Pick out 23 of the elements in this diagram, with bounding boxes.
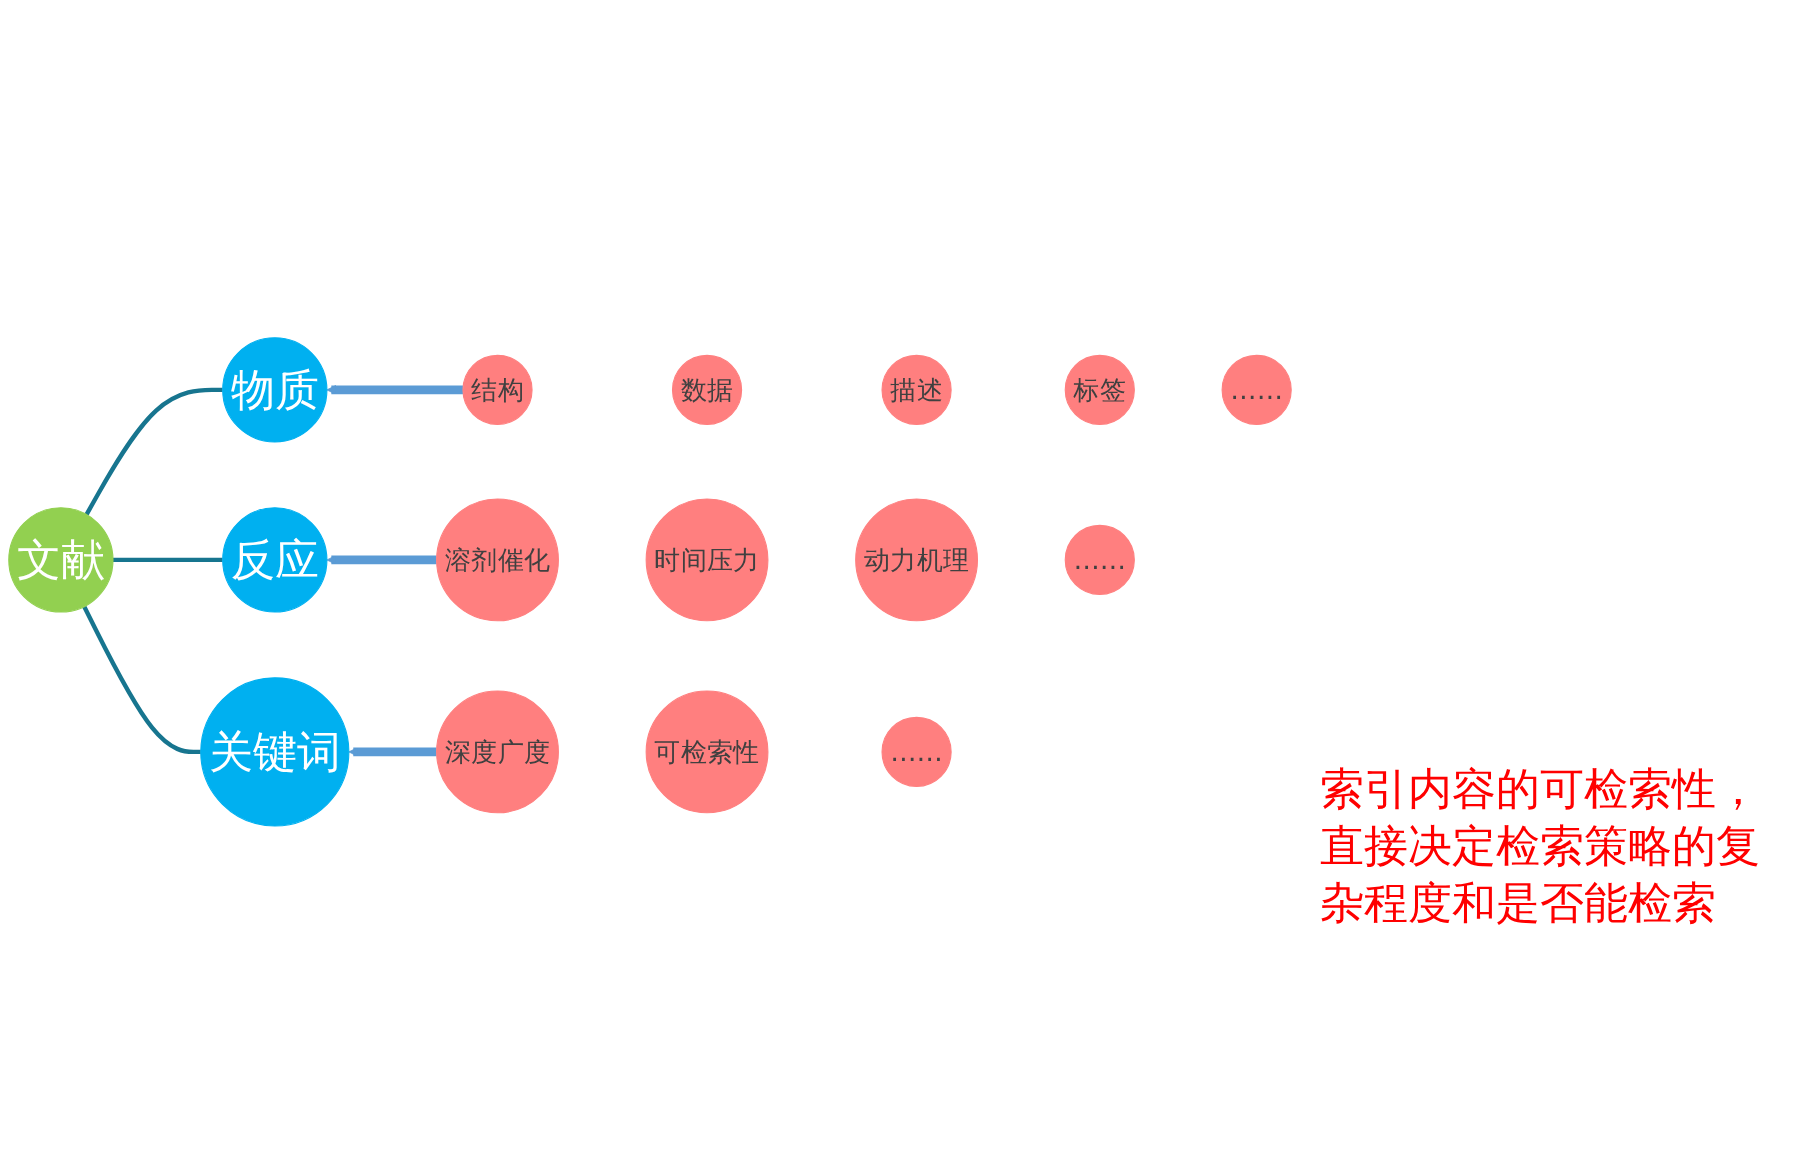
- connector: [82, 605, 201, 754]
- node-circle: ……: [1064, 524, 1135, 595]
- connector: [113, 557, 223, 562]
- arrow: [326, 384, 463, 395]
- connector: [84, 387, 223, 516]
- arrow: [348, 746, 437, 757]
- node-circle: 标签: [1064, 354, 1135, 425]
- arrow: [326, 554, 437, 565]
- node-circle: 深度广度: [436, 690, 559, 813]
- node-circle: 结构: [462, 354, 533, 425]
- node-circle: 可检索性: [645, 690, 769, 813]
- node-circle: 数据: [671, 354, 743, 425]
- node-circle: 关键词: [200, 676, 350, 827]
- node-circle: ……: [881, 716, 952, 787]
- node-circle: 描述: [881, 354, 952, 425]
- note-text: 索引内容的可检索性，直接决定检索策略的复杂程度和是否能检索: [1320, 762, 1761, 931]
- node-circle: 溶剂催化: [436, 498, 559, 621]
- node-circle: 文献: [8, 506, 114, 613]
- node-circle: 反应: [222, 506, 328, 613]
- node-circle: ……: [1221, 354, 1292, 425]
- node-circle: 动力机理: [855, 498, 978, 621]
- node-circle: 物质: [222, 336, 328, 443]
- node-circle: 时间压力: [645, 498, 769, 621]
